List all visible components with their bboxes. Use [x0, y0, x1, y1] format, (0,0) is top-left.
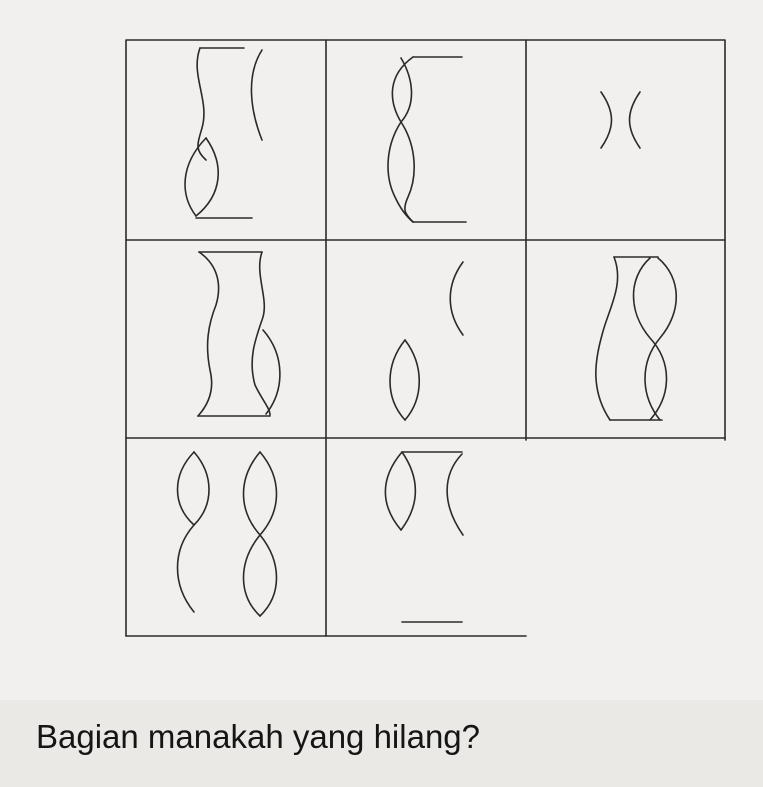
page-bottom-band — [0, 700, 763, 787]
cell-r2c2-figure — [389, 261, 464, 421]
cell-r2c1-figure — [197, 251, 281, 417]
cell-r2c3-figure — [595, 256, 678, 421]
question-text: Bagian manakah yang hilang? — [36, 718, 481, 755]
grid-lines — [125, 39, 726, 637]
cell-r1c2-figure — [387, 56, 467, 223]
cell-r1c1-figure — [184, 47, 263, 219]
cell-r1c3-figure — [600, 91, 641, 149]
cell-r3c1-figure — [176, 451, 278, 617]
cell-r3c2-figure — [384, 451, 464, 623]
